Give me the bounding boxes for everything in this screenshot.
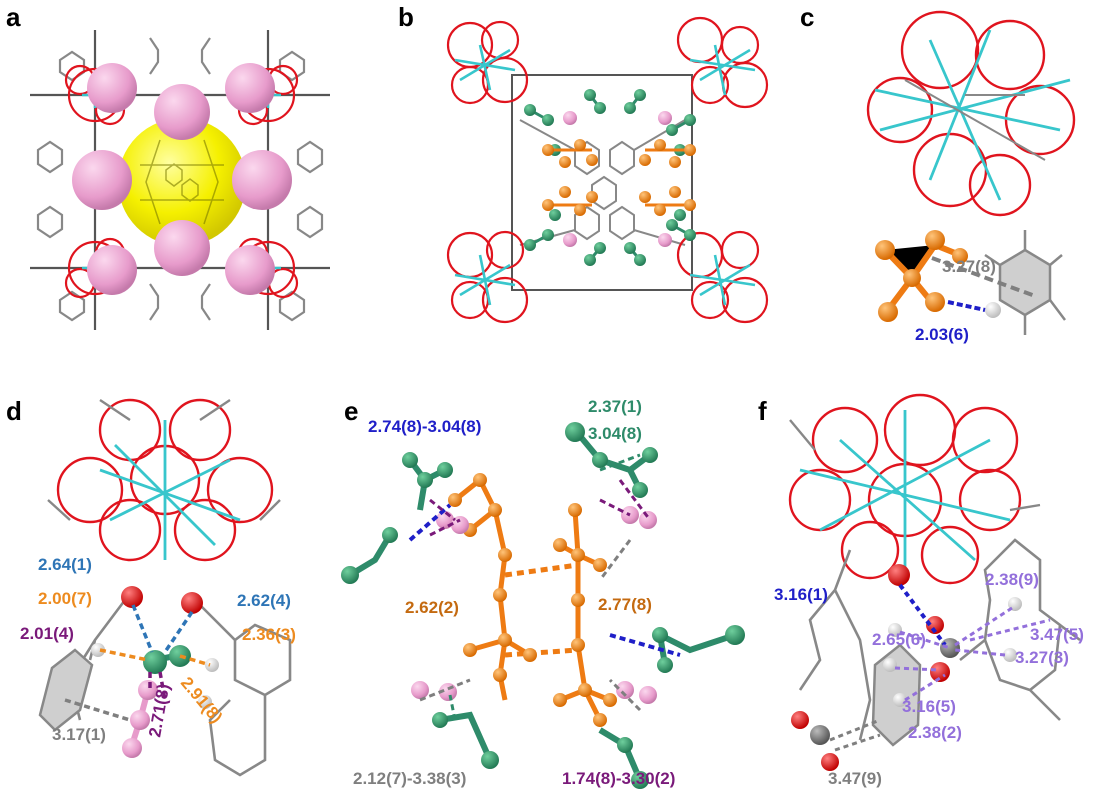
measurement-f-0: 3.16(1) <box>774 585 828 604</box>
linker-overlay-a <box>140 139 224 225</box>
measurement-d-4: 2.36(3) <box>242 625 296 644</box>
small-cage-sphere-tl <box>87 63 137 113</box>
measurement-f-7: 3.47(9) <box>828 769 882 788</box>
zr-cluster-b-br <box>676 230 769 324</box>
contact-grey-c <box>931 256 1036 298</box>
measurement-f-6: 2.38(2) <box>908 723 962 742</box>
zr-cluster-d <box>47 398 281 562</box>
large-cage-sphere <box>118 118 246 246</box>
linker-right-d <box>194 599 292 777</box>
panel-label-b: b <box>398 2 414 32</box>
measurement-f-3: 3.47(5) <box>1030 625 1084 644</box>
small-cage-sphere-br <box>225 245 275 295</box>
zr-cluster-b-tr <box>676 16 769 109</box>
co2-molecule-f <box>926 616 960 682</box>
zr-cluster-b-bl <box>446 230 529 324</box>
measurement-f-4: 3.27(3) <box>1015 648 1069 667</box>
small-cage-sphere-bl <box>87 245 137 295</box>
measurement-c-1: 2.03(6) <box>915 325 969 344</box>
hydrogen-atom-c <box>985 302 1001 318</box>
co2-molecule-f-2 <box>791 711 839 771</box>
measurement-d-5: 2.91(8) <box>177 673 226 726</box>
contacts-e <box>408 453 681 721</box>
oxygen-atom-d-1 <box>121 586 143 608</box>
contact-blue-c <box>947 300 986 312</box>
small-cage-sphere-bottom <box>154 220 210 276</box>
guest-green-atoms-e <box>341 422 745 789</box>
guest-pink-set-b <box>563 111 672 247</box>
small-cage-sphere-top <box>154 84 210 140</box>
unit-cell-b <box>511 74 693 291</box>
contacts-f <box>829 583 1051 752</box>
measurement-e-5: 2.12(7)-3.38(3) <box>353 769 466 788</box>
measurement-f-1: 2.38(9) <box>985 570 1039 589</box>
panel-a: a <box>6 2 330 330</box>
phenyl-ring-c <box>984 230 1066 335</box>
panel-label-d: d <box>6 396 22 426</box>
measurement-f-2: 2.65(6) <box>872 630 926 649</box>
panel-b: b <box>398 2 769 324</box>
framework-linkers-b <box>519 119 686 246</box>
oxygen-atom-f-1 <box>888 564 910 586</box>
zr-cluster-f <box>788 393 1041 585</box>
measurement-d-2: 2.01(4) <box>20 624 74 643</box>
small-cage-sphere-right <box>232 150 292 210</box>
guest-orange-set-b <box>542 139 696 216</box>
panel-c: c 3.27(8) 2.03(6) <box>800 2 1076 344</box>
panel-f: f <box>758 393 1084 788</box>
panel-d: d <box>6 396 296 777</box>
measurement-d-3: 2.62(4) <box>237 591 291 610</box>
measurement-d-1: 2.00(7) <box>38 589 92 608</box>
measurement-d-7: 3.17(1) <box>52 725 106 744</box>
measurement-e-2: 3.04(8) <box>588 424 642 443</box>
measurement-c-0: 3.27(8) <box>942 257 996 276</box>
panel-label-f: f <box>758 396 767 426</box>
hydrogen-atom-d-3 <box>198 695 212 709</box>
contacts-d <box>64 604 211 722</box>
measurement-d-0: 2.64(1) <box>38 555 92 574</box>
small-cage-sphere-tr <box>225 63 275 113</box>
linker-left-f <box>798 549 872 741</box>
guest-orange-c <box>875 230 968 322</box>
panel-label-e: e <box>344 396 358 426</box>
guest-pink-e <box>411 506 657 704</box>
measurement-f-5: 3.16(5) <box>902 697 956 716</box>
oxygen-atom-d-2 <box>181 592 203 614</box>
measurement-e-3: 2.62(2) <box>405 598 459 617</box>
measurement-e-1: 2.37(1) <box>588 397 642 416</box>
small-cage-sphere-left <box>72 150 132 210</box>
linker-right-f <box>959 538 1081 721</box>
panel-label-c: c <box>800 2 814 32</box>
panel-e: e 2.74(8)- <box>341 396 745 789</box>
measurement-e-6: 1.74(8)-3.30(2) <box>562 769 675 788</box>
zr-cluster-b-tl <box>446 20 529 105</box>
zr-cluster-c <box>866 10 1076 217</box>
measurement-e-0: 2.74(8)-3.04(8) <box>368 417 481 436</box>
hydrogen-atom-d-2 <box>205 658 219 672</box>
guest-orange-atoms-e <box>448 473 617 727</box>
phenyl-ring-left-d <box>38 648 94 732</box>
measurement-e-4: 2.77(8) <box>598 595 652 614</box>
guest-pink-d <box>122 680 158 758</box>
hydrogen-atom-d-1 <box>91 643 105 657</box>
panel-label-a: a <box>6 2 21 32</box>
